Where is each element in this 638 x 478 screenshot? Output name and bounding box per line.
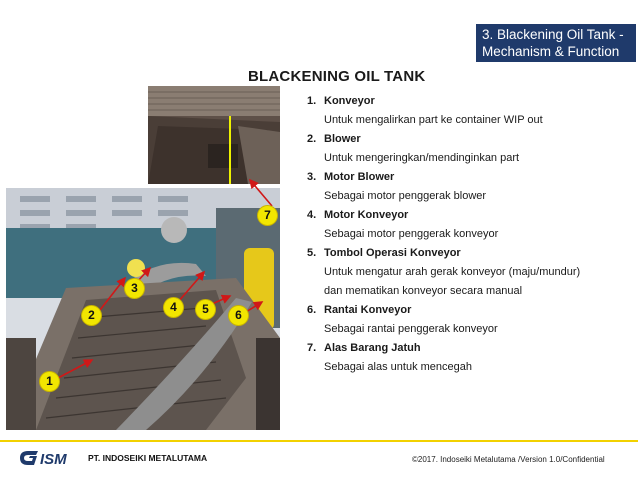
marker-6: 6	[229, 306, 248, 325]
section-header-line1: 3. Blackening Oil Tank -	[482, 27, 624, 42]
photo-drop-tray	[148, 86, 280, 184]
item-name: Alas Barang Jatuh	[324, 342, 421, 354]
item-name: Konveyor	[324, 95, 375, 107]
marker-2: 2	[82, 306, 101, 325]
marker-3: 3	[125, 279, 144, 298]
list-item: 4. Motor Konveyor	[307, 206, 627, 225]
item-description: Sebagai motor penggerak konveyor	[324, 228, 499, 240]
page-title: BLACKENING OIL TANK	[248, 68, 426, 85]
arrow-1	[57, 359, 94, 379]
component-list: 1. Konveyor Untuk mengalirkan part ke co…	[307, 92, 627, 377]
arrow-5	[211, 294, 232, 305]
company-name: PT. INDOSEIKI METALUTAMA	[88, 453, 208, 463]
footer-divider	[0, 440, 638, 442]
list-item: 1. Konveyor	[307, 92, 627, 111]
item-name: Rantai Konveyor	[324, 304, 412, 316]
list-item: 2. Blower	[307, 130, 627, 149]
section-header: 3. Blackening Oil Tank - Mechanism & Fun…	[476, 24, 636, 62]
list-item: 5. Tombol Operasi Konveyor	[307, 244, 627, 263]
marker-5: 5	[196, 300, 215, 319]
marker-4: 4	[164, 298, 183, 317]
item-name: Blower	[324, 133, 361, 145]
item-description: dan mematikan konveyor secara manual	[324, 285, 523, 297]
item-name: Motor Konveyor	[324, 209, 409, 221]
item-description: Untuk mengeringkan/mendinginkan part	[324, 152, 520, 164]
arrow-4	[177, 270, 206, 303]
item-description: Sebagai rantai penggerak konveyor	[324, 323, 498, 335]
item-description: Untuk mengatur arah gerak konveyor (maju…	[324, 266, 581, 278]
marker-7: 7	[258, 206, 277, 225]
logo-text: ISM	[40, 451, 67, 467]
list-item: 3. Motor Blower	[307, 168, 627, 187]
arrow-7	[248, 178, 273, 207]
item-description: Sebagai alas untuk mencegah	[324, 361, 472, 373]
marker-1: 1	[40, 372, 59, 391]
item-name: Tombol Operasi Konveyor	[324, 247, 461, 259]
copyright-text: ©2017. Indoseiki Metalutama /Version 1.0…	[412, 455, 605, 464]
arrow-6	[245, 301, 264, 313]
list-item: 7. Alas Barang Jatuh	[307, 339, 627, 358]
arrow-2	[99, 276, 126, 311]
item-name: Motor Blower	[324, 171, 395, 183]
item-description: Untuk mengalirkan part ke container WIP …	[324, 114, 543, 126]
item-description: Sebagai motor penggerak blower	[324, 190, 487, 202]
section-header-line2: Mechanism & Function	[482, 44, 620, 59]
company-logo: ISM	[20, 451, 67, 467]
list-item: 6. Rantai Konveyor	[307, 301, 627, 320]
